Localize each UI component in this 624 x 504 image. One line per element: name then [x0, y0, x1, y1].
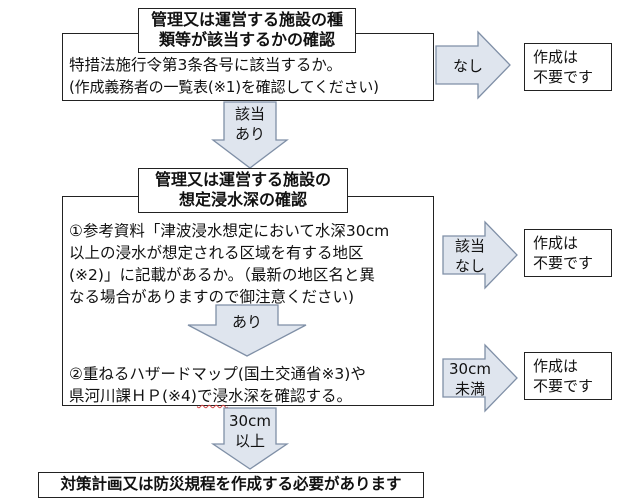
- step2-item2-line1: ②重ねるハザードマップ(国土交通省※3)や: [69, 365, 366, 383]
- step1-down-arrow-label-2: あり: [234, 125, 265, 143]
- step2-title-line1: 管理又は運営する施設の: [154, 170, 331, 189]
- step2-item2-line2-marked: で浸: [196, 387, 228, 405]
- step1-down-arrow-label-1: 該当: [234, 105, 265, 123]
- outcome-3-line2: 不要です: [533, 377, 594, 395]
- step2-item2-line2-start: 県河川課ＨＰ(※4): [69, 387, 197, 405]
- step1-body-line2: (作成義務者の一覧表(※1)を確認してください): [69, 78, 379, 96]
- step2-item2-line2: 県河川課ＨＰ(※4)で浸水深を確認する。: [69, 385, 352, 407]
- item1-right-arrow: [442, 220, 518, 290]
- step1-down-arrow: [211, 101, 289, 169]
- outcome-2-line1: 作成は: [533, 234, 579, 252]
- step1-title: 管理又は運営する施設の種 類等が該当するかの確認: [138, 8, 356, 53]
- step2-item1-line2: 以上の浸水が想定される区域を有する地区: [69, 244, 364, 262]
- step2-item2-line2-end: 水深を確認する。: [227, 387, 352, 405]
- step1-right-arrow: [435, 30, 511, 100]
- conclusion-text: 対策計画又は防災規程を作成する必要があります: [60, 475, 402, 493]
- item2-right-arrow-label-2: 未満: [454, 380, 485, 398]
- outcome-1-line1: 作成は: [533, 48, 579, 66]
- outcome-1-line2: 不要です: [533, 68, 594, 86]
- outcome-not-required-3: 作成は 不要です: [524, 352, 612, 400]
- step2-title: 管理又は運営する施設の 想定浸水深の確認: [138, 168, 348, 213]
- item1-right-arrow-label-2: なし: [454, 257, 485, 275]
- item1-right-arrow-label-1: 該当: [454, 237, 485, 255]
- step2-item1-line4: なる場合がありますので御注意ください): [69, 288, 355, 306]
- step2-inner-arrow-label: あり: [231, 313, 262, 331]
- step2-title-line2: 想定浸水深の確認: [178, 190, 307, 209]
- outcome-not-required-1: 作成は 不要です: [524, 43, 612, 91]
- step2-inner-down-arrow: [187, 304, 307, 357]
- conclusion-box: 対策計画又は防災規程を作成する必要があります: [38, 472, 424, 498]
- step2-box: ①参考資料「津波浸水想定において水深30cm 以上の浸水が想定される区域を有する…: [62, 196, 434, 406]
- outcome-3-line1: 作成は: [533, 357, 579, 375]
- step2-down-arrow: [210, 407, 290, 470]
- step2-item1-line3: (※2)」に記載があるか。（最新の地区名と異: [69, 266, 375, 284]
- outcome-not-required-2: 作成は 不要です: [524, 229, 612, 277]
- step1-title-line1: 管理又は運営する施設の種: [150, 10, 343, 29]
- outcome-2-line2: 不要です: [533, 254, 594, 272]
- step1-body-line1: 特措法施行令第3条各号に該当するか。: [69, 56, 343, 74]
- step2-down-arrow-label-2: 以上: [234, 432, 265, 450]
- item2-right-arrow-label-1: 30cm: [449, 360, 491, 378]
- step1-right-arrow-label: なし: [452, 57, 483, 75]
- step2-down-arrow-label-1: 30cm: [229, 412, 271, 430]
- item2-right-arrow: [442, 343, 518, 413]
- step2-item1-line1: ①参考資料「津波浸水想定において水深30cm: [69, 222, 390, 240]
- step1-title-line2: 類等が該当するかの確認: [158, 30, 335, 49]
